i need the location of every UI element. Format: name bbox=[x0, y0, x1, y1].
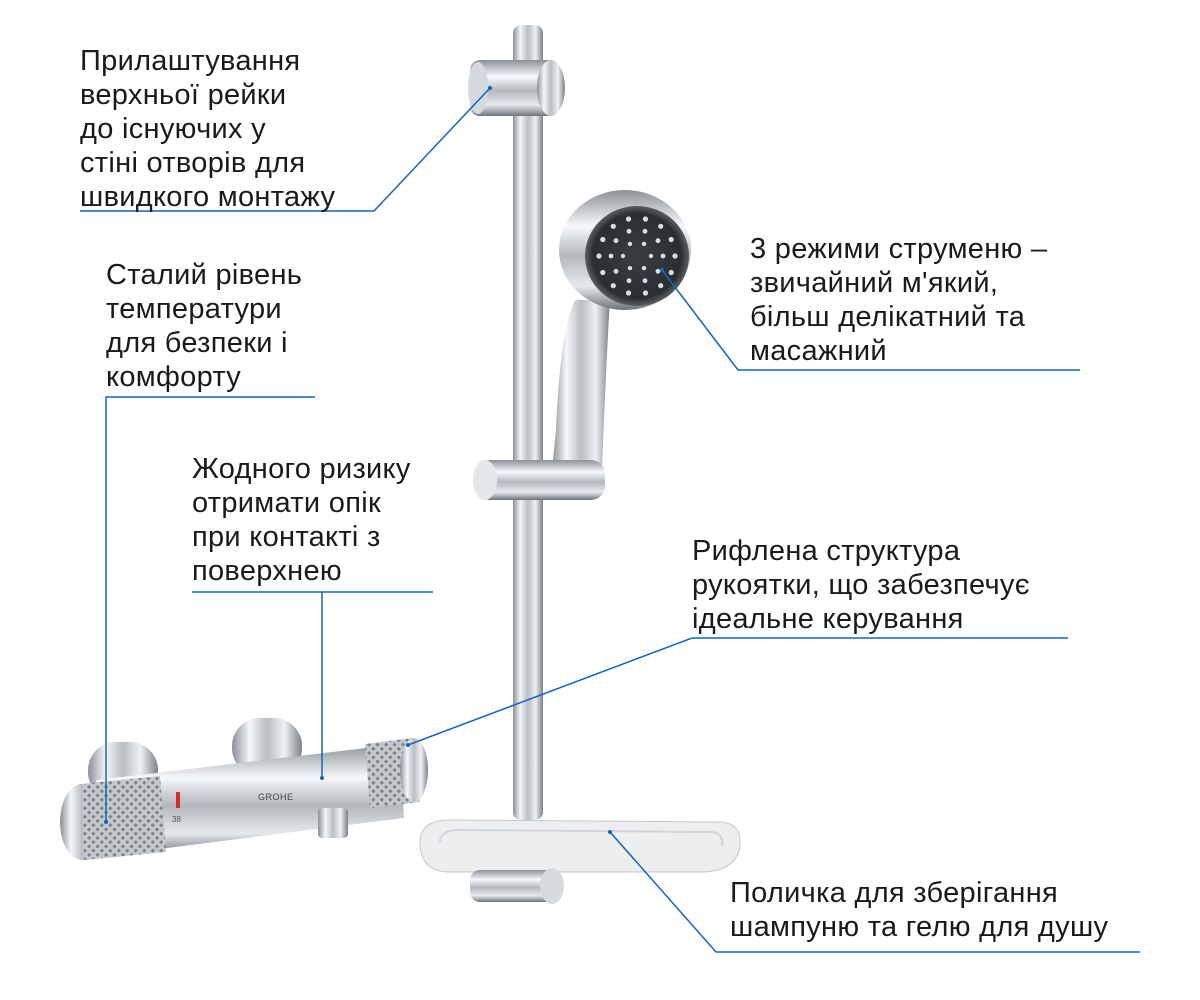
nozzle-dot bbox=[608, 253, 614, 259]
thermostatic-mixer: 38 GROHE bbox=[60, 718, 428, 860]
nozzle-dot bbox=[625, 290, 632, 296]
nozzle-dot bbox=[627, 241, 633, 247]
nozzle-dot bbox=[626, 228, 632, 234]
leader-no-burn bbox=[192, 591, 433, 778]
top-bracket bbox=[468, 60, 565, 116]
callout-shelf: Поличка для зберігання шампуню та гелю д… bbox=[730, 877, 1109, 943]
leader-spray-modes bbox=[661, 269, 1080, 371]
callout-spray-modes: 3 режими струменю – звичайний м'який, бі… bbox=[750, 233, 1048, 367]
nozzle-dot bbox=[658, 223, 664, 229]
nozzle-dot bbox=[625, 216, 632, 222]
nozzle-dot bbox=[655, 238, 661, 244]
nozzle-dot bbox=[668, 269, 674, 276]
nozzle-dot bbox=[627, 265, 633, 271]
hand-shower bbox=[552, 190, 691, 470]
nozzle-dot bbox=[641, 241, 647, 247]
nozzle-dot bbox=[660, 253, 666, 259]
nozzle-dot bbox=[658, 283, 664, 289]
nozzle-dot bbox=[610, 223, 616, 229]
nozzle-dot bbox=[642, 216, 649, 222]
nozzle-dot bbox=[648, 253, 654, 259]
callout-rail-mounting: Прилаштування верхньої рейки до існуючих… bbox=[80, 45, 336, 213]
nozzle-dot bbox=[642, 278, 648, 284]
nozzle-dot bbox=[642, 290, 649, 296]
nozzle-dot bbox=[600, 269, 606, 276]
slider-holder bbox=[473, 460, 605, 500]
leader-shelf bbox=[609, 831, 1140, 953]
nozzle-dot bbox=[626, 278, 632, 284]
shower-rail bbox=[513, 25, 543, 820]
leader-rail-mounting bbox=[80, 87, 491, 212]
nozzle-dot bbox=[610, 283, 616, 289]
nozzle-dot bbox=[642, 228, 648, 234]
brand-logo-text: GROHE bbox=[258, 792, 294, 802]
nozzle-dot bbox=[613, 268, 619, 274]
shower-hose bbox=[321, 480, 589, 1000]
nozzle-dot bbox=[672, 253, 678, 259]
callout-no-burn: Жодного ризику отримати опік при контакт… bbox=[192, 453, 411, 587]
soap-shelf bbox=[419, 819, 741, 904]
callout-grip: Рифлена структура рукоятки, що забезпечу… bbox=[692, 535, 1030, 635]
nozzle-dot bbox=[613, 238, 619, 244]
nozzle-dot bbox=[668, 236, 674, 243]
nozzle-dot bbox=[596, 253, 602, 259]
svg-text:38: 38 bbox=[172, 815, 181, 824]
leader-grip bbox=[407, 637, 1068, 746]
nozzle-dot bbox=[600, 236, 606, 243]
callout-temperature: Сталий рівень температури для безпеки і … bbox=[106, 259, 303, 393]
nozzle-dot bbox=[655, 268, 661, 274]
nozzle-dot bbox=[641, 265, 647, 271]
leader-temperature bbox=[105, 396, 315, 822]
leader-lines bbox=[80, 86, 1140, 953]
nozzle-dot bbox=[620, 253, 626, 259]
